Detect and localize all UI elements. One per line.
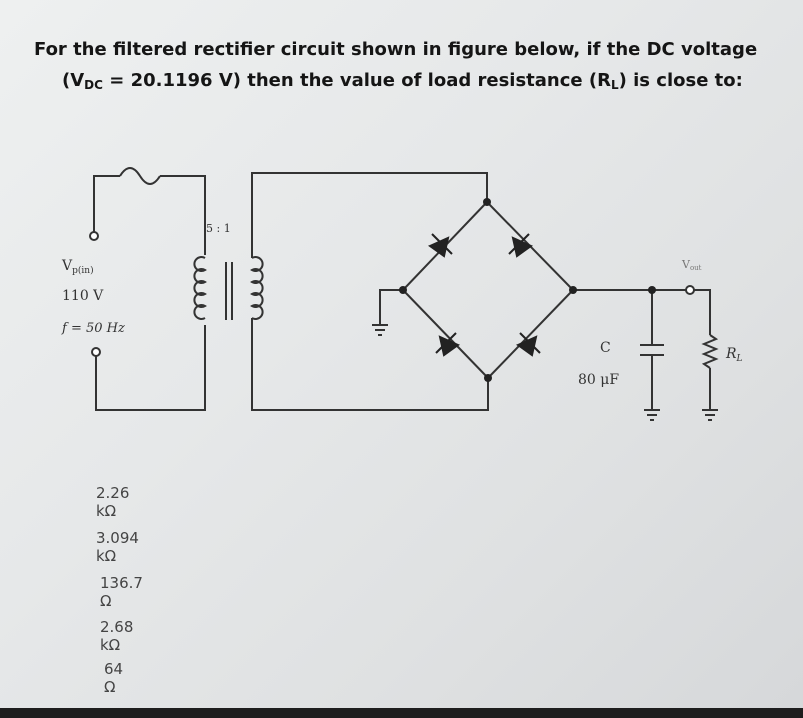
bridge-edge-bottom-left (402, 289, 489, 379)
primary-coil (193, 256, 207, 320)
question-line-2-prefix: (V (62, 70, 85, 91)
load-wire-top (690, 289, 711, 335)
terminal-primary-bottom (91, 347, 101, 357)
node-right (569, 286, 577, 294)
load-resistor (701, 334, 719, 369)
primary-top-wire (93, 175, 120, 232)
secondary-coil (250, 256, 264, 320)
vout-label: Vout (681, 258, 702, 272)
ac-source-symbol (119, 167, 161, 185)
question-line-2-suffix: ) is close to: (618, 70, 743, 91)
node-bottom (484, 374, 492, 382)
option-3[interactable]: 136.7 Ω (100, 574, 143, 610)
option-5[interactable]: 64 Ω (104, 660, 124, 696)
option-4[interactable]: 2.68 kΩ (100, 618, 134, 654)
question-text: For the filtered rectifier circuit shown… (34, 34, 774, 101)
rl-subscript: L (610, 78, 619, 92)
vdc-subscript: DC (84, 78, 103, 92)
secondary-bottom-wire (251, 318, 489, 411)
capacitor-value: 80 μF (578, 372, 619, 388)
secondary-top-wire (251, 172, 488, 258)
option-2[interactable]: 3.094 kΩ (96, 529, 139, 565)
bottom-bezel (0, 708, 803, 718)
node-top (483, 198, 491, 206)
frequency-label: f = 50 Hz (61, 321, 125, 336)
question-line-2: (VDC = 20.1196 V) then the value of load… (34, 65, 774, 101)
bridge-edge-bottom-right (487, 289, 574, 379)
question-line-2-mid: = 20.1196 V) then the value of load resi… (109, 70, 611, 91)
node-cap (648, 286, 656, 294)
option-1[interactable]: 2.26 kΩ (96, 484, 130, 520)
bridge-ground-wire (379, 289, 403, 325)
load-label: RL (725, 346, 743, 364)
question-line-1: For the filtered rectifier circuit shown… (34, 39, 758, 60)
primary-top-wire-right (160, 175, 206, 255)
primary-bottom-wire (95, 325, 206, 411)
terminal-vout (685, 285, 695, 295)
terminal-primary-top (89, 231, 99, 241)
source-label: Vp(in) (61, 258, 94, 276)
turns-ratio-label: 5 : 1 (206, 222, 231, 235)
capacitor-label: C (600, 340, 611, 356)
voltage-label: 110 V (62, 288, 104, 304)
node-left (399, 286, 407, 294)
